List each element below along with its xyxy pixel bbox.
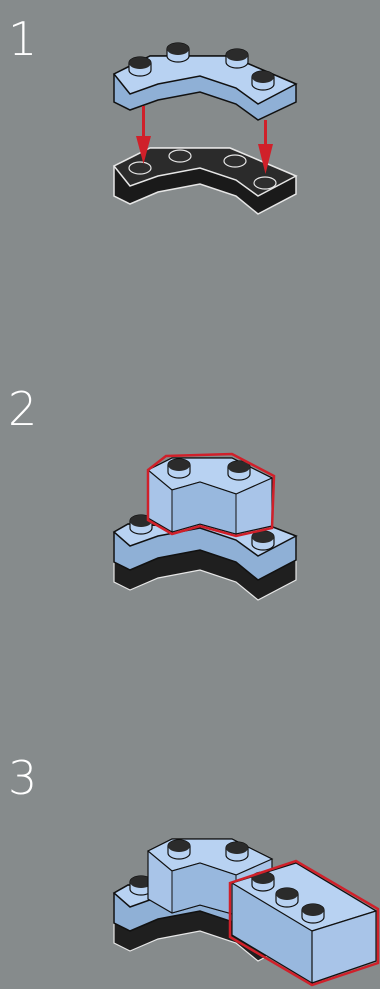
blue-arc-plate <box>114 43 296 120</box>
step-2-illustration <box>0 386 380 616</box>
build-step-3: 3 <box>0 755 380 989</box>
build-step-1: 1 <box>0 16 380 316</box>
highlighted-arc-brick <box>148 454 274 536</box>
step-1-illustration <box>0 16 380 246</box>
step-3-illustration <box>0 755 380 989</box>
highlighted-brick-1x3 <box>230 861 378 985</box>
build-step-2: 2 <box>0 386 380 686</box>
